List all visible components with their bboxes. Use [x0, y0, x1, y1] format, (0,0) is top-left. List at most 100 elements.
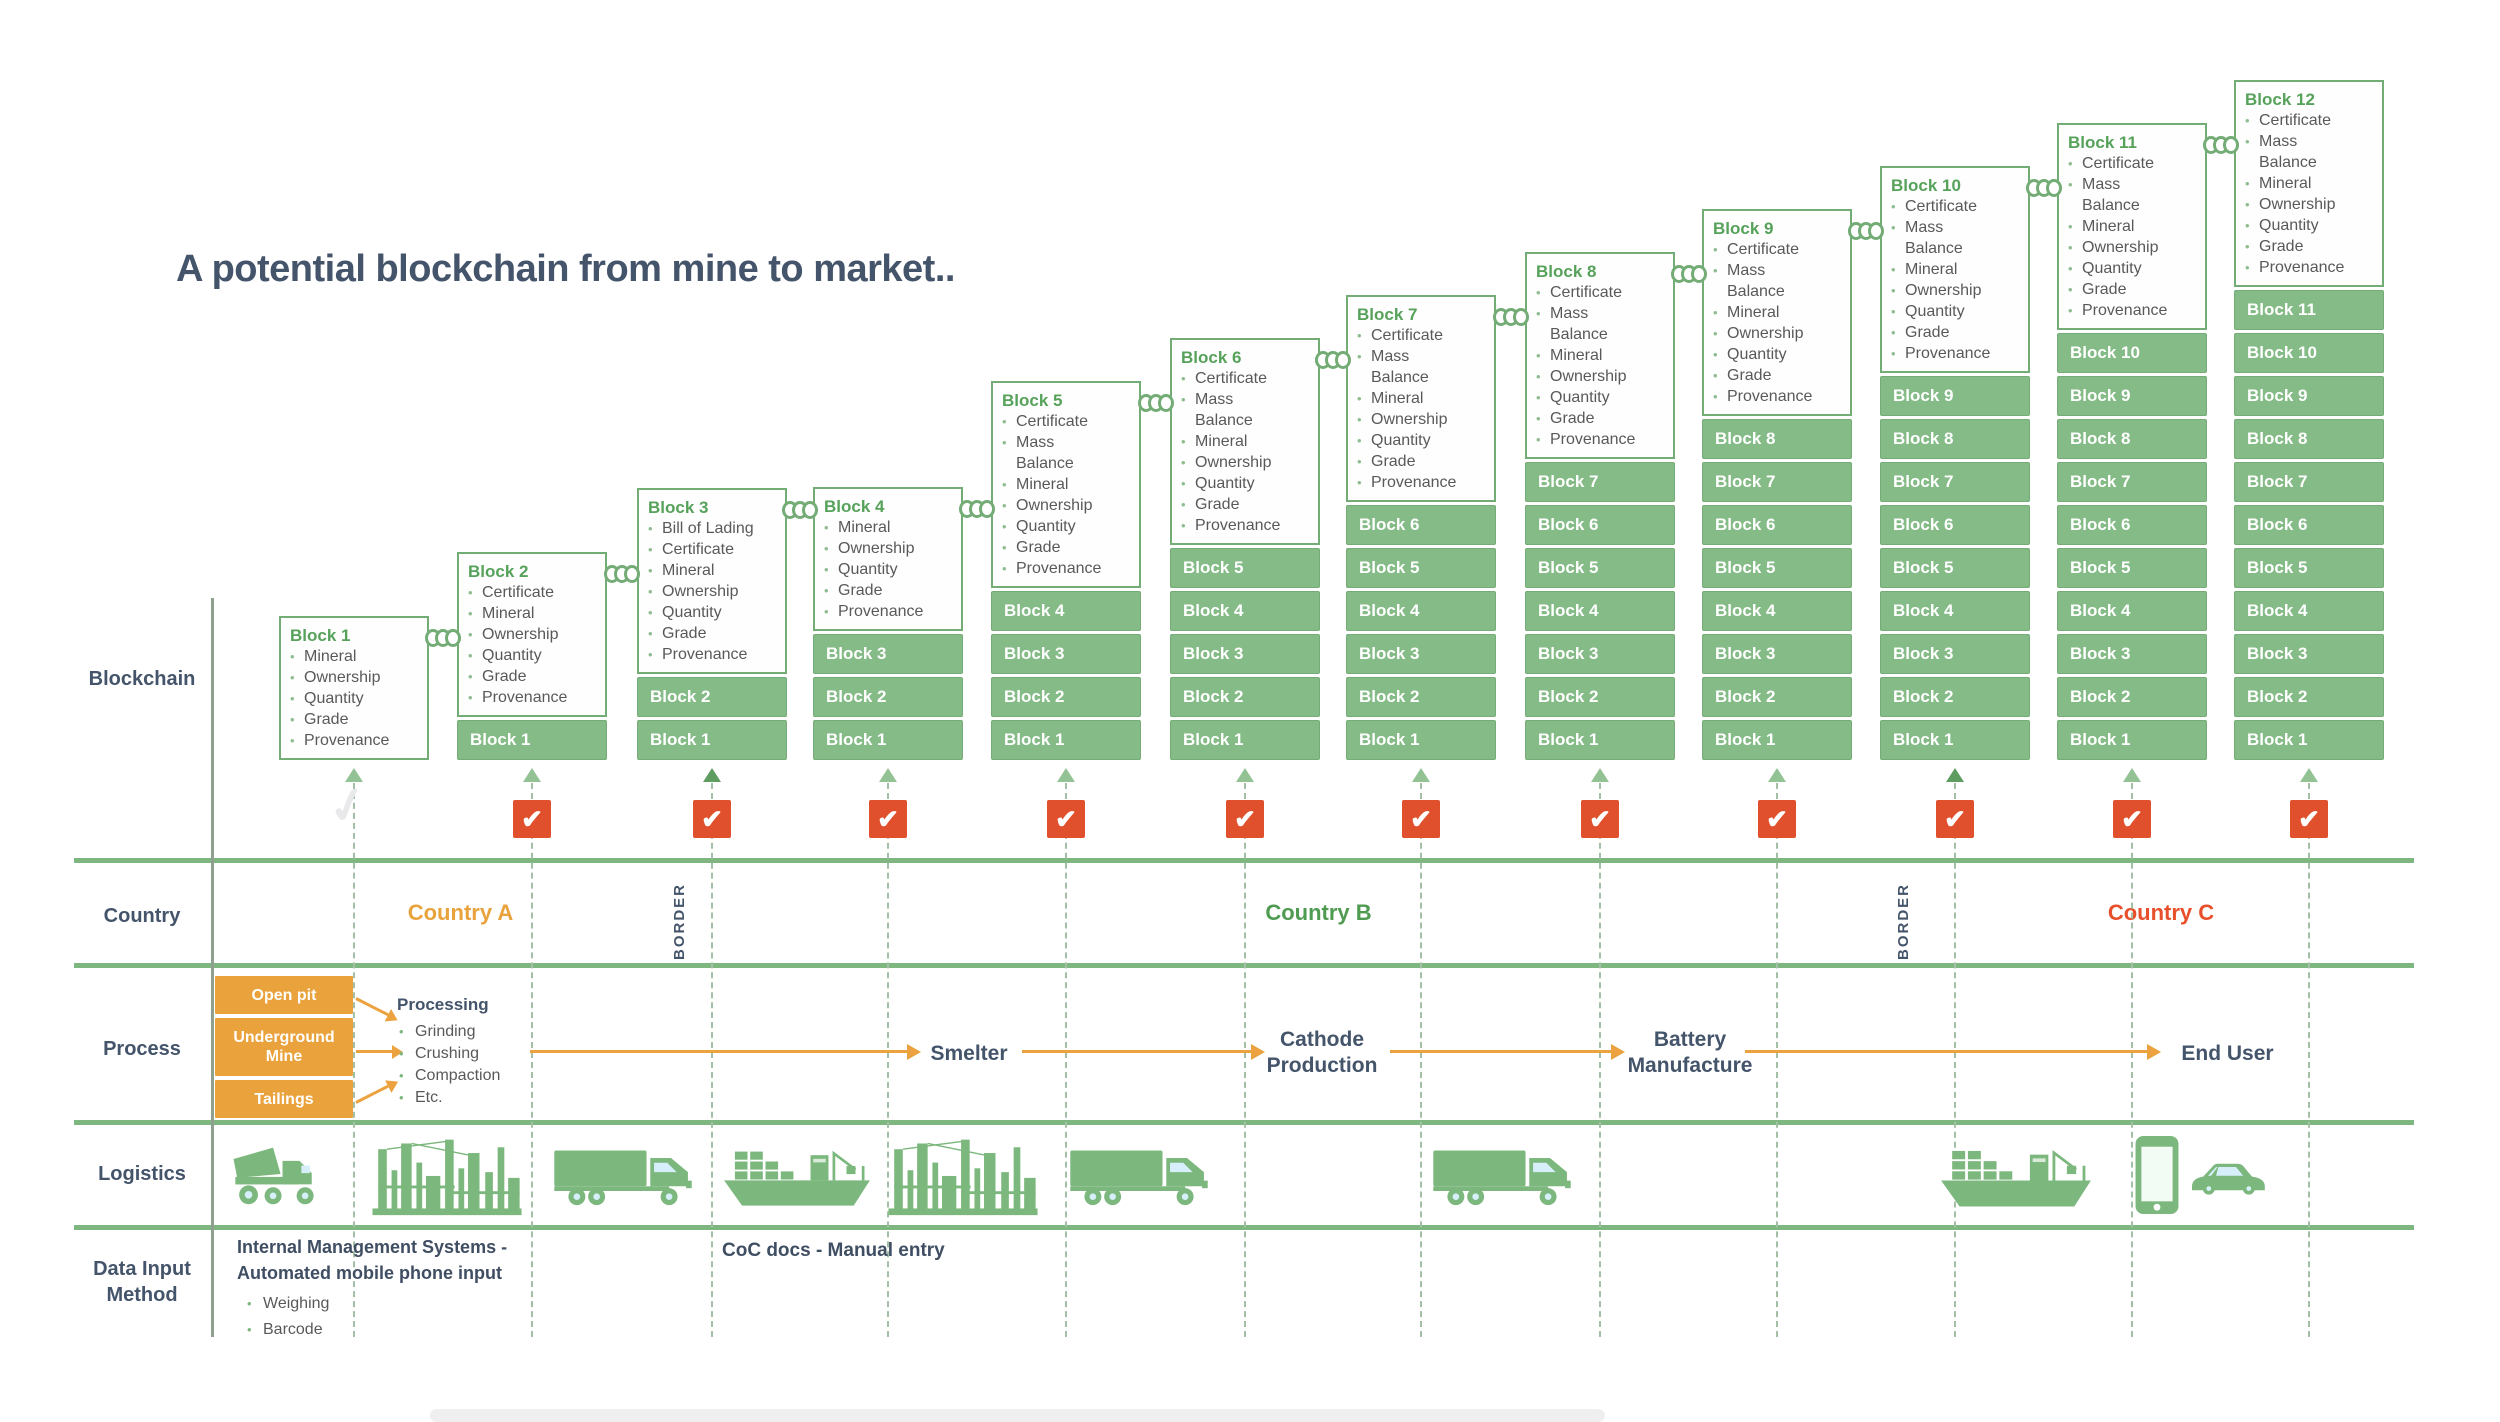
bullet-icon: • [648, 626, 653, 641]
processing-item: •Etc. [399, 1087, 443, 1109]
verification-checkbox: ✔ [2290, 800, 2328, 838]
block-attribute: •Mass Balance [2245, 131, 2378, 173]
bullet-icon: • [1713, 347, 1718, 362]
block-attribute-text: Grade [1905, 324, 1950, 341]
bullet-icon: • [2245, 197, 2250, 212]
block-attribute-text: Mineral [838, 519, 891, 536]
block-attribute-text: Grade [838, 582, 883, 599]
block-bar: Block 8 [1880, 419, 2030, 459]
block-attribute-text: Grade [2259, 238, 2304, 255]
border-label-ab: BORDER [671, 882, 688, 960]
block-card: Block 6 • Certificate • Mass Balance•Mineral… [1170, 338, 1320, 545]
bullet-icon: • [824, 520, 829, 535]
block-attribute: • Grade [2245, 236, 2378, 257]
bullet-icon: • [1357, 433, 1362, 448]
block-attribute-text: Quantity [2082, 260, 2142, 277]
block-attribute: •Ownership [2245, 194, 2378, 215]
block-bar: Block 8 [2057, 419, 2207, 459]
stage-smelter: Smelter [930, 1042, 1008, 1065]
truck-icon [1428, 1143, 1576, 1207]
bullet-icon: • [824, 541, 829, 556]
block-attribute: •Grade [2068, 279, 2201, 300]
block-attribute: •Mineral [1181, 431, 1314, 452]
bullet-icon: • [468, 606, 473, 621]
up-arrow-icon [2300, 768, 2318, 782]
block-attribute: •Provenance [648, 644, 781, 665]
block-title: Block 10 [1891, 176, 1961, 195]
block-attribute-text: Provenance [1016, 560, 1102, 577]
cargo-ship-icon [1933, 1138, 2099, 1212]
source-arrow-icon [356, 1044, 403, 1059]
block-bar: Block 1 [457, 720, 607, 760]
block-attribute: •Provenance [1357, 472, 1490, 493]
flow-arrow-icon [1745, 1043, 2161, 1060]
bullet-icon: • [399, 1024, 404, 1039]
block-attribute: •Quantity [648, 602, 781, 623]
block-attribute: •Grade [468, 666, 601, 687]
bullet-icon: • [2245, 113, 2250, 128]
country-a-label: Country A [407, 900, 514, 925]
bullet-icon: • [399, 1046, 404, 1061]
bullet-icon: • [468, 690, 473, 705]
smartphone-icon [2134, 1135, 2180, 1215]
block-attribute: •Ownership [648, 581, 781, 602]
block-bar: Block 1 [1880, 720, 2030, 760]
block-attribute-text: Quantity [1371, 432, 1431, 449]
bullet-icon: • [1181, 497, 1186, 512]
block-attribute: •Quantity [1181, 473, 1314, 494]
block-title: Block 6 [1181, 348, 1242, 367]
bullet-icon: • [1536, 306, 1541, 321]
bullet-icon: • [648, 647, 653, 662]
block-attribute-text: Provenance [838, 603, 924, 620]
dump-truck-icon [225, 1142, 340, 1208]
flow-arrow-icon [1022, 1043, 1265, 1060]
block-bar: Block 7 [1525, 462, 1675, 502]
block-card: Block 2•Certificate•Mineral•Ownership•Qu… [457, 552, 607, 717]
block-attribute: •Mineral [1891, 259, 2024, 280]
block-attribute-text: Provenance [1550, 431, 1636, 448]
block-attribute-text: Certificate [2082, 155, 2155, 172]
block-bar: Block 6 [1702, 505, 1852, 545]
block-attribute: •Certificate [2068, 153, 2201, 174]
block-bar: Block 1 [2057, 720, 2207, 760]
block-bar: Block 2 [1525, 677, 1675, 717]
block-attribute-text: Mass Balance [1195, 391, 1253, 429]
bullet-icon: • [2245, 218, 2250, 233]
bullet-icon: • [290, 733, 295, 748]
source-arrow-icon [355, 997, 389, 1017]
block-attribute: •Mineral [2245, 173, 2378, 194]
block-attribute: •Certificate [1891, 196, 2024, 217]
block-bar: Block 2 [2057, 677, 2207, 717]
up-arrow-icon [1591, 768, 1609, 782]
bullet-icon: • [1357, 412, 1362, 427]
up-arrow-icon [345, 768, 363, 782]
column-guide-line [1065, 783, 1067, 1337]
bullet-icon: • [2245, 239, 2250, 254]
block-attribute-text: Certificate [1195, 370, 1268, 387]
block-attribute: •Certificate [1002, 411, 1135, 432]
block-stack-7: Block 7•Certificate•Mass Balance•Mineral… [1346, 295, 1496, 760]
block-attribute: •Mass Balance [2068, 174, 2201, 216]
block-attribute: •Grade [1713, 365, 1846, 386]
block-bar: Block 1 [1170, 720, 1320, 760]
block-bar: Block 8 [1702, 419, 1852, 459]
chain-link-icon [2202, 135, 2240, 155]
bullet-icon: • [290, 712, 295, 727]
column-guide-line [887, 783, 889, 1337]
column-guide-line [711, 783, 713, 1337]
block-bar: Block 3 [813, 634, 963, 674]
bullet-icon: • [1891, 262, 1896, 277]
data-input-item: •Barcode [247, 1318, 323, 1342]
bullet-icon: • [468, 648, 473, 663]
block-attribute-text: Certificate [482, 584, 555, 601]
bullet-icon: • [1181, 476, 1186, 491]
bullet-icon: • [1713, 263, 1718, 278]
block-attribute: •Grade [824, 580, 957, 601]
block-bar: Block 5 [2057, 548, 2207, 588]
block-bar: Block 7 [1702, 462, 1852, 502]
block-card: Block 8•Certificate•Mass Balance•Mineral… [1525, 252, 1675, 459]
verification-checkbox: ✔ [1226, 800, 1264, 838]
bullet-icon: • [648, 563, 653, 578]
block-attribute-text: Certificate [1550, 284, 1623, 301]
processing-item: •Crushing [399, 1043, 479, 1065]
